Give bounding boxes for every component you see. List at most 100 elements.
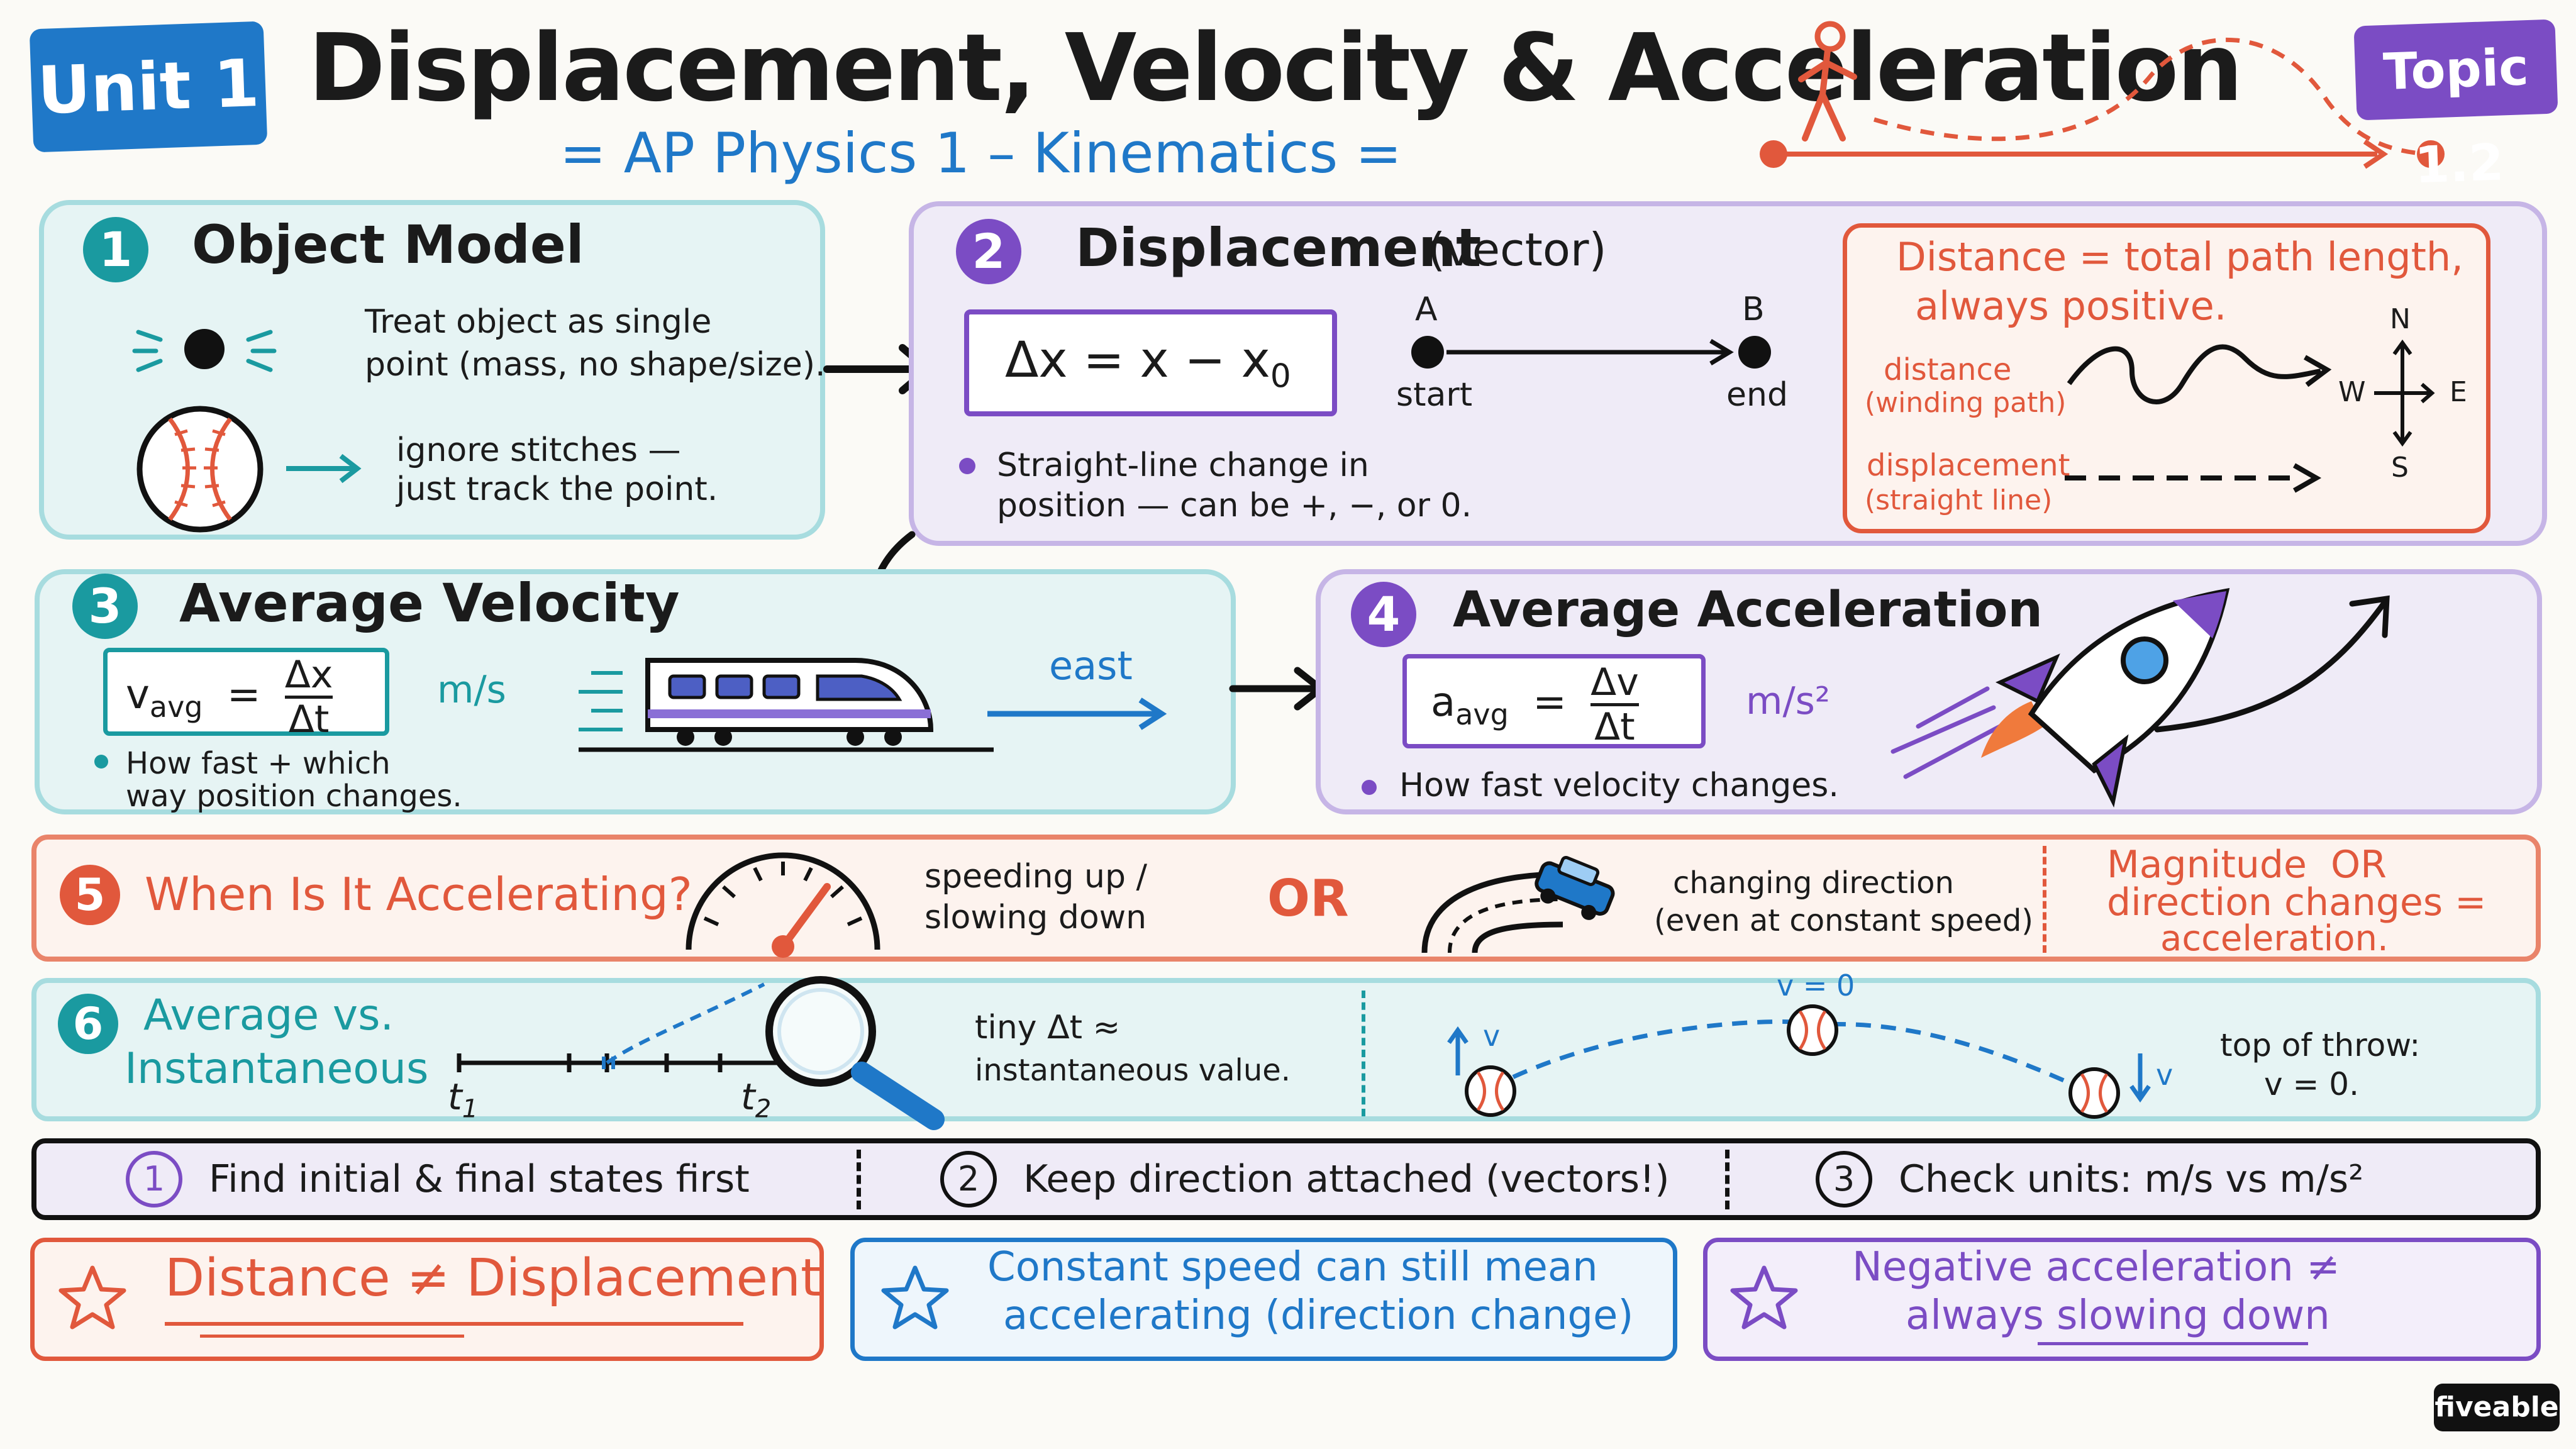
tip-2-text-2: accelerating (direction change) xyxy=(1003,1292,1634,1339)
displacement-label: displacement xyxy=(1867,448,2070,483)
label-end: end xyxy=(1726,376,1788,414)
panel2-bullet-1: Straight-line change in xyxy=(997,447,1369,484)
panel6-tiny-2: instantaneous value. xyxy=(975,1053,1291,1088)
label-start: start xyxy=(1396,376,1473,414)
panel5-conclusion-3: acceleration. xyxy=(2160,918,2389,959)
page-title: Displacement, Velocity & Acceleration xyxy=(308,14,2243,122)
tip-3-text-1: Negative acceleration ≠ xyxy=(1852,1244,2340,1291)
step-3: 3 Check units: m/s vs m/s² xyxy=(1816,1151,2363,1208)
panel6-title-2: Instantaneous xyxy=(125,1044,429,1094)
star-icon xyxy=(1730,1265,1798,1330)
train-icon xyxy=(579,658,994,752)
label-a: A xyxy=(1415,291,1438,328)
compass-n: N xyxy=(2390,303,2411,335)
panel6-title-1: Average vs. xyxy=(143,991,394,1040)
tip-negative-acceleration xyxy=(1703,1238,2541,1361)
step-2-num: 2 xyxy=(940,1151,997,1208)
inset-heading-1: Distance = total path length, xyxy=(1896,234,2463,280)
timeline-icon xyxy=(457,982,777,1072)
arrow-to-panel4-icon xyxy=(1229,667,1326,711)
ball-left xyxy=(1465,1065,1516,1117)
dashed-divider xyxy=(2043,846,2046,953)
step-1-num: 1 xyxy=(126,1151,182,1208)
t2-sub: 2 xyxy=(755,1094,772,1124)
v-sub: avg xyxy=(149,689,203,724)
panel5-conclusion-1: Magnitude OR xyxy=(2107,843,2387,887)
brand-badge: fiveable xyxy=(2434,1384,2560,1431)
brand-label: fiveable xyxy=(2434,1391,2559,1423)
compass-w: W xyxy=(2338,376,2366,408)
panel2-bullet-2: position — can be +, −, or 0. xyxy=(997,487,1472,525)
panel3-number: 3 xyxy=(72,574,138,639)
velocity-units: m/s xyxy=(437,668,506,712)
step-divider-2 xyxy=(1725,1150,1729,1209)
step-2-text: Keep direction attached (vectors!) xyxy=(1023,1157,1670,1201)
inset-heading-2: always positive. xyxy=(1915,283,2227,329)
compass-icon xyxy=(2374,339,2435,447)
panel6-tiny-1: tiny Δt ≈ xyxy=(975,1009,1121,1046)
step-divider-1 xyxy=(857,1150,861,1209)
acceleration-units: m/s² xyxy=(1746,679,1830,723)
panel5-conclusion-2: direction changes = xyxy=(2107,880,2487,924)
car-curve-icon xyxy=(1421,855,1615,953)
page-subtitle: = AP Physics 1 – Kinematics = xyxy=(560,121,1402,186)
v-num: Δx xyxy=(284,653,333,697)
unit-badge: Unit 1 xyxy=(29,21,268,153)
step-3-text: Check units: m/s vs m/s² xyxy=(1899,1157,2364,1201)
panel1-point-text-1: Treat object as single xyxy=(365,303,712,341)
distance-label: distance xyxy=(1884,352,2012,387)
panel2-number: 2 xyxy=(956,219,1021,284)
distance-inset xyxy=(1843,223,2490,533)
panel4-number: 4 xyxy=(1351,582,1416,647)
a-sub: avg xyxy=(1455,697,1509,731)
curved-arrow-up-icon xyxy=(2154,595,2390,733)
a-to-b-arrow-icon xyxy=(1411,336,1771,369)
panel1-title: Object Model xyxy=(192,214,584,275)
winding-path-icon xyxy=(2067,344,2332,404)
panel1-ball-text-1: ignore stitches — xyxy=(396,431,681,469)
v-zero-top-label: v = 0 xyxy=(1777,969,1855,1002)
panel-average-vs-instantaneous xyxy=(31,978,2541,1121)
a-num: Δv xyxy=(1591,660,1639,704)
tip-distance xyxy=(30,1238,824,1361)
panel5-direction-2: (even at constant speed) xyxy=(1654,903,2034,938)
east-arrow-icon xyxy=(987,697,1167,730)
distance-sublabel: (winding path) xyxy=(1865,387,2067,419)
tip-3-underline xyxy=(2038,1342,2308,1345)
steps-bar xyxy=(31,1138,2541,1220)
panel2-title: Displacement xyxy=(1075,217,1482,279)
panel6-throw-1: top of throw: xyxy=(2220,1027,2421,1063)
panel6-throw-2: v = 0. xyxy=(2264,1066,2359,1102)
velocity-equation: vavg = Δx Δt xyxy=(126,653,333,741)
walking-person-icon xyxy=(1798,21,1857,142)
label-b: B xyxy=(1742,291,1765,328)
compass-s: S xyxy=(2391,452,2409,484)
point-mass-icon xyxy=(132,329,277,372)
star-icon xyxy=(58,1265,126,1330)
panel5-number: 5 xyxy=(60,865,120,925)
v-up-label: v xyxy=(1483,1019,1501,1053)
acceleration-equation-box xyxy=(1402,654,1706,748)
velocity-fraction: Δx Δt xyxy=(284,653,333,740)
panel4-bullet: How fast velocity changes. xyxy=(1399,767,1839,804)
panel4-title: Average Acceleration xyxy=(1453,582,2043,638)
bullet-dot xyxy=(959,458,975,474)
panel3-bullet-2: way position changes. xyxy=(126,779,462,814)
panel3-bullet-1: How fast + which xyxy=(126,746,391,781)
panel1-ball-text-2: just track the point. xyxy=(396,470,718,508)
tip-2-text-1: Constant speed can still mean xyxy=(987,1244,1598,1291)
displacement-equation: Δx = x − x0 xyxy=(1005,332,1291,396)
straight-dashed-arrow-icon xyxy=(2065,463,2322,493)
a-den: Δt xyxy=(1594,705,1635,749)
v-lhs: v xyxy=(126,672,150,719)
topic-badge: Topic 1.2 xyxy=(2353,19,2558,194)
panel2-title-suffix: (vector) xyxy=(1428,223,1607,276)
t1-text: t xyxy=(448,1075,462,1118)
t1-sub: 1 xyxy=(462,1094,479,1124)
panel5-title: When Is It Accelerating? xyxy=(145,868,692,921)
speedometer-icon xyxy=(686,852,880,958)
tip-1-underline-2 xyxy=(200,1335,464,1338)
panel5-speed-1: speeding up / xyxy=(924,858,1148,896)
panel-when-accelerating xyxy=(31,835,2541,962)
star-icon xyxy=(881,1265,949,1330)
